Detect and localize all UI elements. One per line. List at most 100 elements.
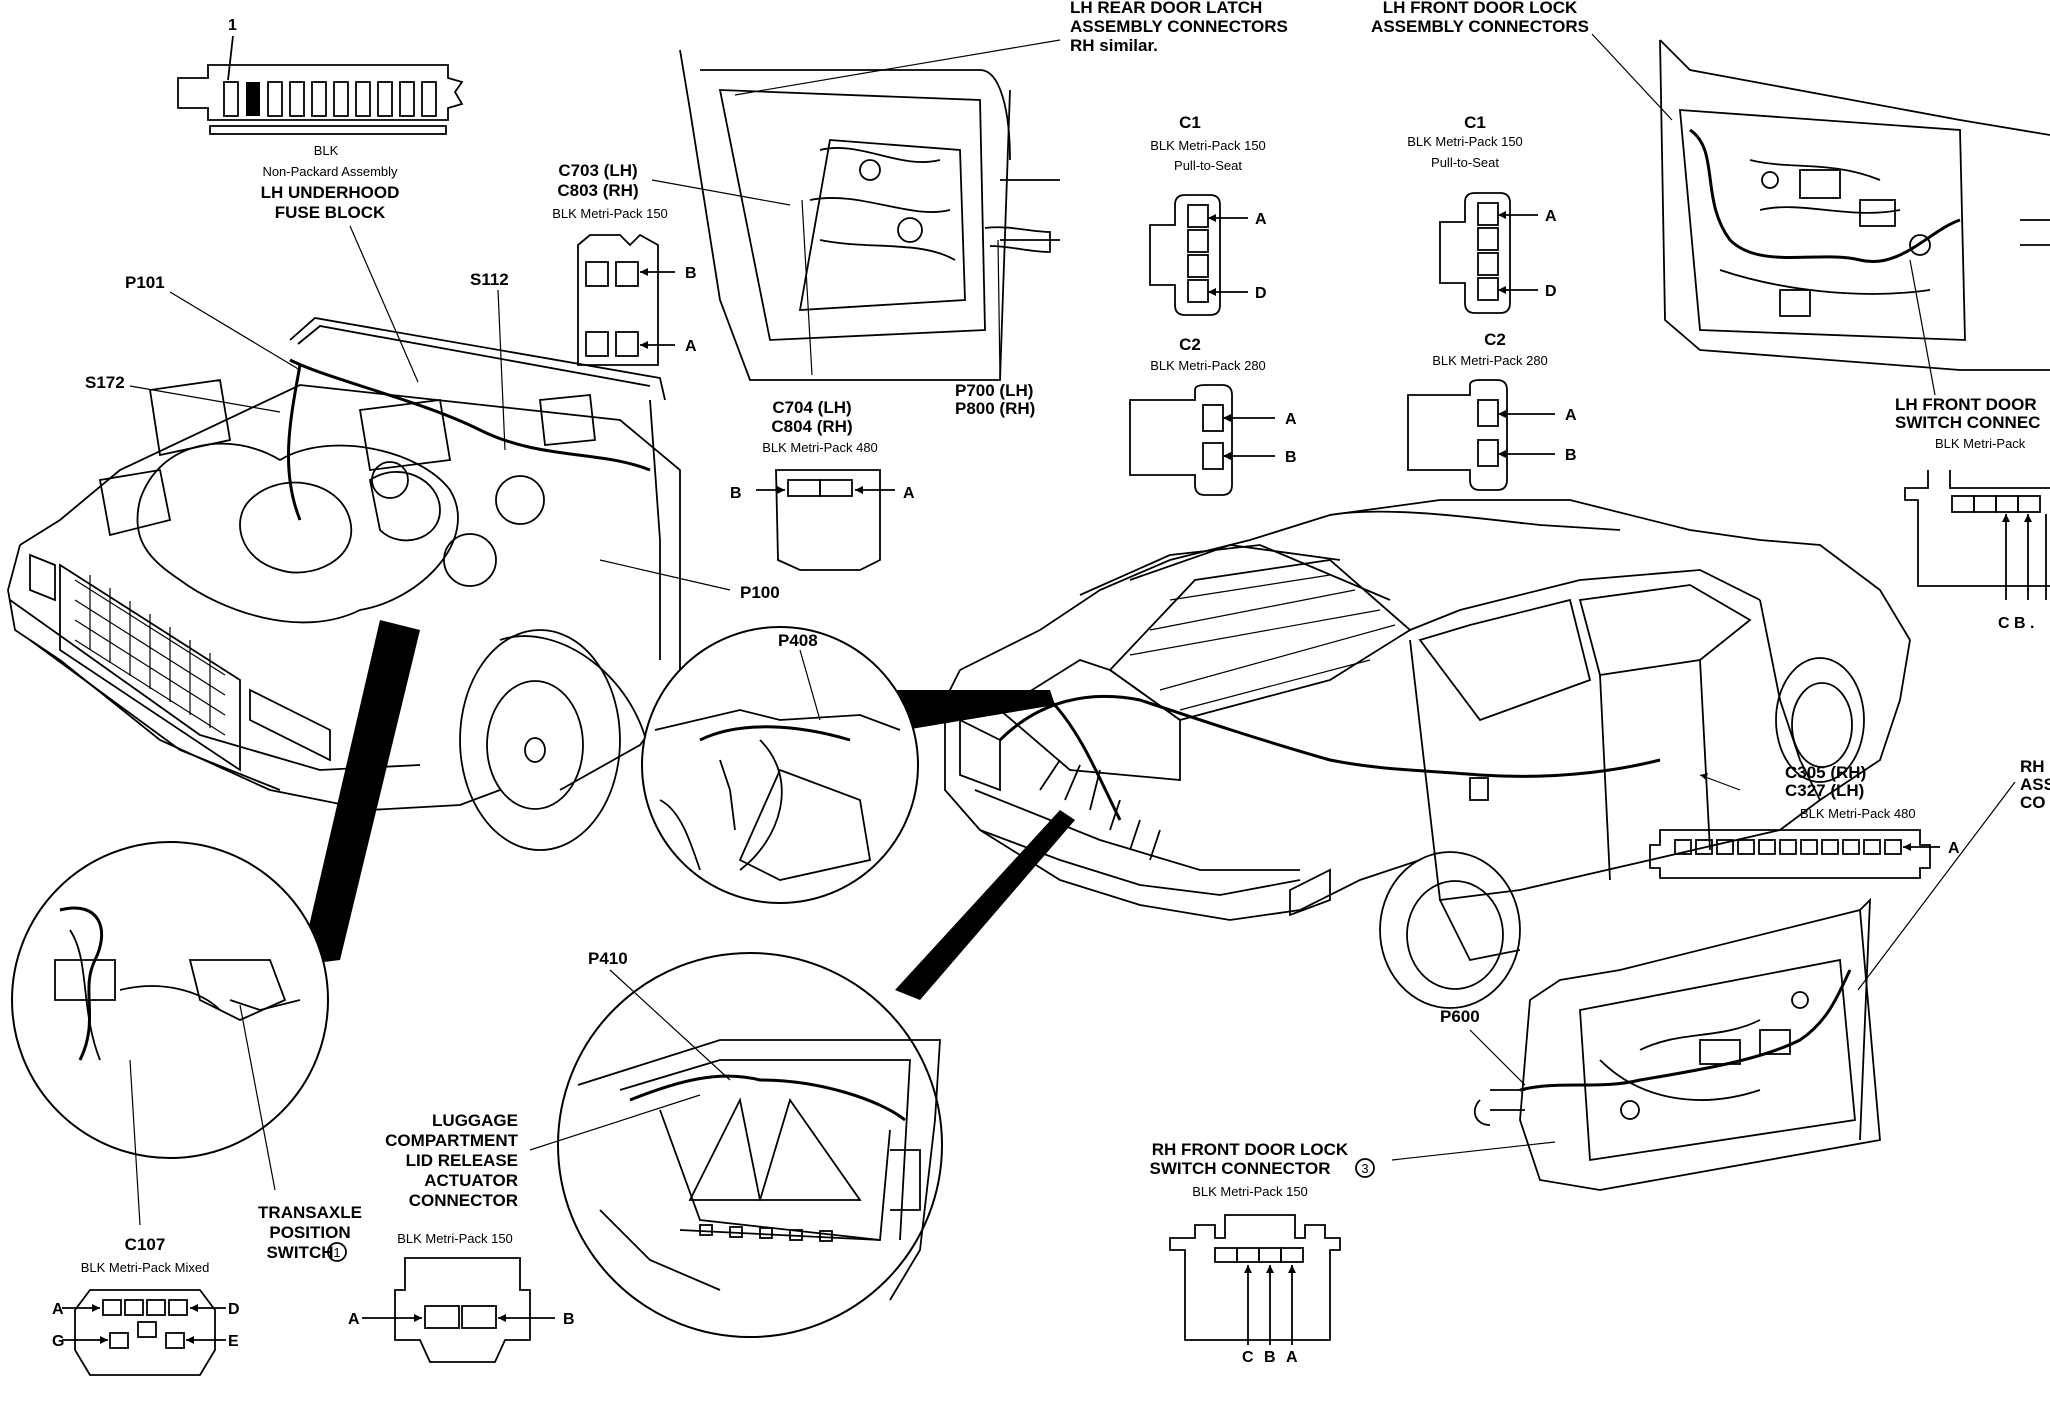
- c704-connector: C704 (LH) C804 (RH) BLK Metri-Pack 480 B…: [730, 398, 915, 571]
- c1-right-pin-d: D: [1545, 283, 1557, 300]
- c704-pin-a: A: [903, 485, 915, 502]
- c1-right-sub: Pull-to-Seat: [1431, 155, 1499, 170]
- luggage-label-4: ACTUATOR: [424, 1171, 518, 1190]
- fuse-block-type: Non-Packard Assembly: [262, 164, 398, 179]
- rh-front-switch-pin-b: B: [1264, 1349, 1276, 1366]
- lh-front-switch-pins: C B .: [1998, 615, 2034, 632]
- rh-front-switch-type: BLK Metri-Pack 150: [1192, 1184, 1308, 1199]
- c305-pin-a: A: [1948, 840, 1960, 857]
- transaxle-note: 1: [333, 1245, 340, 1260]
- c107-pin-g: G: [52, 1333, 64, 1350]
- rh-front-switch-pin-c: C: [1242, 1349, 1254, 1366]
- p700-label-1: P700 (LH): [955, 381, 1033, 400]
- rh-front-switch-pin-a: A: [1286, 1349, 1298, 1366]
- rh-edge-label-1: RH: [2020, 757, 2045, 776]
- c1-left-connector: C1 BLK Metri-Pack 150 Pull-to-Seat A D: [1149, 113, 1267, 316]
- p410-inset: [529, 952, 943, 1338]
- car-to-p408-wedge: [880, 690, 1055, 730]
- c2-right-type: BLK Metri-Pack 280: [1432, 353, 1548, 368]
- c2-left-connector: C2 BLK Metri-Pack 280 A B: [1129, 335, 1297, 496]
- c704-pin-b: B: [730, 485, 742, 502]
- c704-type: BLK Metri-Pack 480: [762, 440, 878, 455]
- rh-front-switch-label-2: SWITCH CONNECTOR: [1149, 1159, 1330, 1178]
- lh-front-switch-label-2: SWITCH CONNEC: [1895, 413, 2040, 432]
- rear-door-latch-label-2: ASSEMBLY CONNECTORS: [1070, 17, 1288, 36]
- rh-edge-label-3: CO: [2020, 793, 2046, 812]
- fuse-block-color: BLK: [314, 143, 339, 158]
- c2-right-title: C2: [1484, 330, 1506, 349]
- engine-compartment-illustration: [7, 289, 731, 851]
- rh-front-door-illustration: [1469, 897, 1881, 1191]
- c107-title: C107: [125, 1235, 166, 1254]
- luggage-label-2: COMPARTMENT: [385, 1131, 518, 1150]
- engine-to-transaxle-wedge: [300, 620, 420, 965]
- c107-type: BLK Metri-Pack Mixed: [81, 1260, 210, 1275]
- c305-connector: A: [1649, 829, 1960, 879]
- c305-label-2: C327 (LH): [1785, 781, 1864, 800]
- luggage-label-5: CONNECTOR: [409, 1191, 518, 1210]
- c1-left-sub: Pull-to-Seat: [1174, 158, 1242, 173]
- label-p410: P410: [588, 949, 628, 968]
- rear-door-latch-label-3: RH similar.: [1070, 36, 1158, 55]
- c305-label-1: C305 (RH): [1785, 763, 1866, 782]
- vehicle-body-illustration: [944, 499, 1911, 1009]
- c2-left-pin-a: A: [1285, 411, 1297, 428]
- c107-pin-a: A: [52, 1301, 64, 1318]
- c2-right-pin-a: A: [1565, 407, 1577, 424]
- transaxle-label-3: SWITCH: [266, 1243, 333, 1262]
- c704-label-2: C804 (RH): [771, 417, 852, 436]
- c107-pin-e: E: [228, 1333, 239, 1350]
- label-p101: P101: [125, 273, 165, 292]
- lh-front-switch-connector: [1904, 470, 2050, 600]
- luggage-label-1: LUGGAGE: [432, 1111, 518, 1130]
- c2-right-connector: C2 BLK Metri-Pack 280 A B: [1407, 330, 1577, 491]
- luggage-pin-b: B: [563, 1311, 575, 1328]
- c703-label-2: C803 (RH): [557, 181, 638, 200]
- p700-label-2: P800 (RH): [955, 399, 1035, 418]
- rh-edge-label-2: ASS: [2020, 775, 2050, 794]
- fuse-block-title-2: FUSE BLOCK: [275, 203, 386, 222]
- transaxle-inset: [11, 841, 329, 1226]
- c704-label-1: C704 (LH): [772, 398, 851, 417]
- luggage-pin-a: A: [348, 1311, 360, 1328]
- rh-front-switch-connector: C B A: [1169, 1214, 1341, 1366]
- luggage-connector: A B: [348, 1257, 575, 1363]
- c107-pin-d: D: [228, 1301, 240, 1318]
- transaxle-label-1: TRANSAXLE: [258, 1203, 362, 1222]
- c703-pin-b: B: [685, 265, 697, 282]
- fuse-block-pin-number: 1: [228, 17, 237, 34]
- c1-right-connector: C1 BLK Metri-Pack 150 Pull-to-Seat A D: [1407, 113, 1557, 314]
- c1-left-pin-d: D: [1255, 285, 1267, 302]
- lh-front-switch-label-1: LH FRONT DOOR: [1895, 395, 2037, 414]
- c703-pin-a: A: [685, 338, 697, 355]
- front-door-lock-label-1: LH FRONT DOOR LOCK: [1383, 0, 1578, 17]
- c1-right-type: BLK Metri-Pack 150: [1407, 134, 1523, 149]
- c305-type: BLK Metri-Pack 480: [1800, 806, 1916, 821]
- fuse-block-title-1: LH UNDERHOOD: [261, 183, 400, 202]
- rear-door-illustration: [679, 39, 1061, 381]
- c2-left-title: C2: [1179, 335, 1201, 354]
- p408-inset: [641, 626, 919, 904]
- c1-left-type: BLK Metri-Pack 150: [1150, 138, 1266, 153]
- label-p408: P408: [778, 631, 818, 650]
- c1-left-pin-a: A: [1255, 211, 1267, 228]
- c107-connector: C107 BLK Metri-Pack Mixed A D G E: [52, 1235, 240, 1376]
- fuse-block-connector: 1 BLK Non-Packard Assembly LH UNDERHOOD …: [177, 17, 464, 383]
- c1-left-title: C1: [1179, 113, 1201, 132]
- luggage-label-3: LID RELEASE: [406, 1151, 518, 1170]
- luggage-type: BLK Metri-Pack 150: [397, 1231, 513, 1246]
- c1-right-title: C1: [1464, 113, 1486, 132]
- c2-left-type: BLK Metri-Pack 280: [1150, 358, 1266, 373]
- label-p100: P100: [740, 583, 780, 602]
- c703-connector: C703 (LH) C803 (RH) BLK Metri-Pack 150 B…: [552, 161, 791, 366]
- transaxle-label-2: POSITION: [269, 1223, 350, 1242]
- rh-front-switch-note: 3: [1361, 1161, 1368, 1176]
- c2-left-pin-b: B: [1285, 449, 1297, 466]
- c1-right-pin-a: A: [1545, 208, 1557, 225]
- car-to-p410-wedge: [895, 810, 1075, 1000]
- rh-front-switch-label-1: RH FRONT DOOR LOCK: [1152, 1140, 1349, 1159]
- label-p600: P600: [1440, 1007, 1480, 1026]
- label-s112: S112: [470, 270, 509, 289]
- label-s172: S172: [85, 373, 125, 392]
